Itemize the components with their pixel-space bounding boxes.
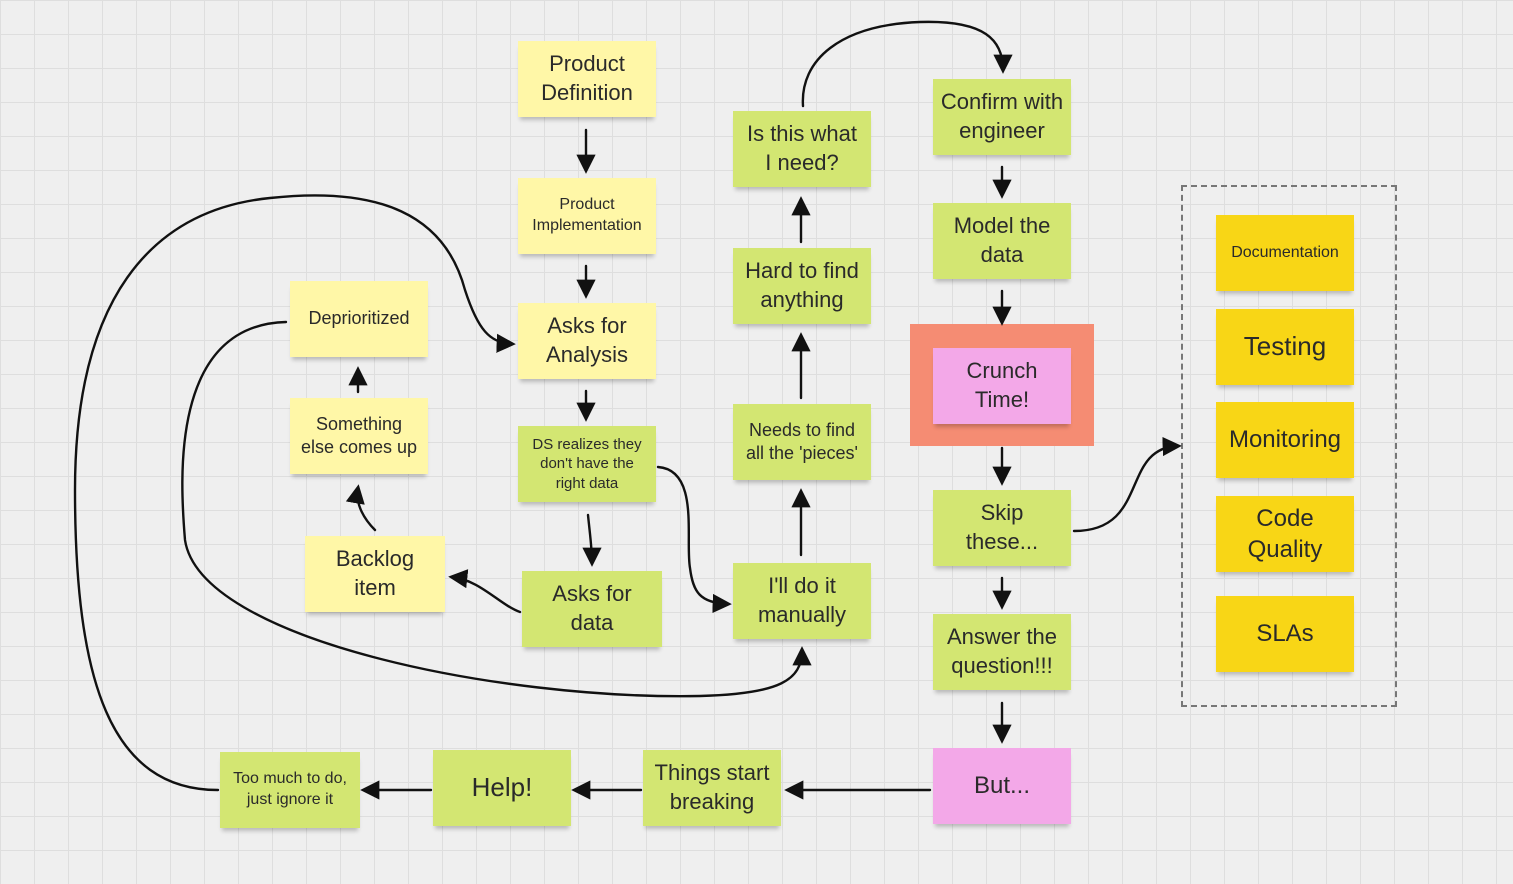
note-help[interactable]: Help! <box>433 750 571 826</box>
note-asks-for-data[interactable]: Asks for data <box>522 571 662 647</box>
note-but[interactable]: But... <box>933 748 1071 824</box>
note-product-implementation[interactable]: Product Implementation <box>518 178 656 254</box>
note-product-definition[interactable]: Product Definition <box>518 41 656 117</box>
note-label: I'll do it manually <box>757 573 847 627</box>
note-things-start-breaking[interactable]: Things start breaking <box>643 750 781 826</box>
note-testing[interactable]: Testing <box>1216 309 1354 385</box>
note-slas[interactable]: SLAs <box>1216 596 1354 672</box>
note-label: Help! <box>471 772 533 803</box>
note-label: Monitoring <box>1228 426 1342 454</box>
note-deprioritized[interactable]: Deprioritized <box>290 281 428 357</box>
note-label: Hard to find anything <box>745 258 859 312</box>
note-answer-the-question[interactable]: Answer the question!!! <box>933 614 1071 690</box>
note-label: Code Quality <box>1247 504 1323 563</box>
note-label: Crunch Time! <box>966 358 1038 412</box>
note-hard-to-find[interactable]: Hard to find anything <box>733 248 871 324</box>
note-label: Deprioritized <box>308 308 410 329</box>
arrow-asks-for-data-to-backlog <box>448 569 522 614</box>
arrow-ds-realizes-to-ill-do-it <box>656 465 732 614</box>
note-model-the-data[interactable]: Model the data <box>933 203 1071 279</box>
note-crunch-time[interactable]: Crunch Time! <box>933 348 1071 424</box>
note-confirm-with-engineer[interactable]: Confirm with engineer <box>933 79 1071 155</box>
note-documentation[interactable]: Documentation <box>1216 215 1354 291</box>
arrow-backlog-to-something-else <box>345 484 377 532</box>
note-label: Too much to do, just ignore it <box>233 770 347 808</box>
note-label: Something else comes up <box>300 413 418 457</box>
arrow-skip-to-group <box>1072 436 1182 533</box>
note-label: Asks for Analysis <box>546 313 628 367</box>
note-label: But... <box>973 772 1031 800</box>
note-backlog-item[interactable]: Backlog item <box>305 536 445 612</box>
note-code-quality[interactable]: Code Quality <box>1216 496 1354 572</box>
note-label: Confirm with engineer <box>940 89 1064 143</box>
note-label: Product Definition <box>541 51 633 105</box>
note-label: Things start breaking <box>654 760 770 814</box>
note-label: Product Implementation <box>532 196 642 234</box>
note-label: Is this what I need? <box>746 121 858 175</box>
note-ill-do-it-manually[interactable]: I'll do it manually <box>733 563 871 639</box>
note-too-much-to-do[interactable]: Too much to do, just ignore it <box>220 752 360 828</box>
note-label: DS realizes they don't have the right da… <box>532 435 642 492</box>
note-something-else[interactable]: Something else comes up <box>290 398 428 474</box>
note-is-this-what-i-need[interactable]: Is this what I need? <box>733 111 871 187</box>
note-label: SLAs <box>1256 620 1314 648</box>
arrow-deprioritized-to-ill-do-it <box>181 320 812 698</box>
note-skip-these[interactable]: Skip these... <box>933 490 1071 566</box>
note-monitoring[interactable]: Monitoring <box>1216 402 1354 478</box>
note-label: Needs to find all the 'pieces' <box>746 419 858 463</box>
skipped-items-group-frame <box>1181 185 1397 707</box>
arrow-ds-realizes-to-asks-for-data <box>582 513 602 567</box>
note-ds-realizes[interactable]: DS realizes they don't have the right da… <box>518 426 656 502</box>
note-label: Backlog item <box>335 546 415 600</box>
note-needs-to-find[interactable]: Needs to find all the 'pieces' <box>733 404 871 480</box>
note-label: Answer the question!!! <box>946 624 1058 678</box>
note-label: Testing <box>1243 331 1327 362</box>
note-asks-for-analysis[interactable]: Asks for Analysis <box>518 303 656 379</box>
note-label: Documentation <box>1231 243 1339 261</box>
note-label: Skip these... <box>965 500 1039 554</box>
note-label: Model the data <box>953 213 1051 267</box>
note-label: Asks for data <box>552 581 632 635</box>
